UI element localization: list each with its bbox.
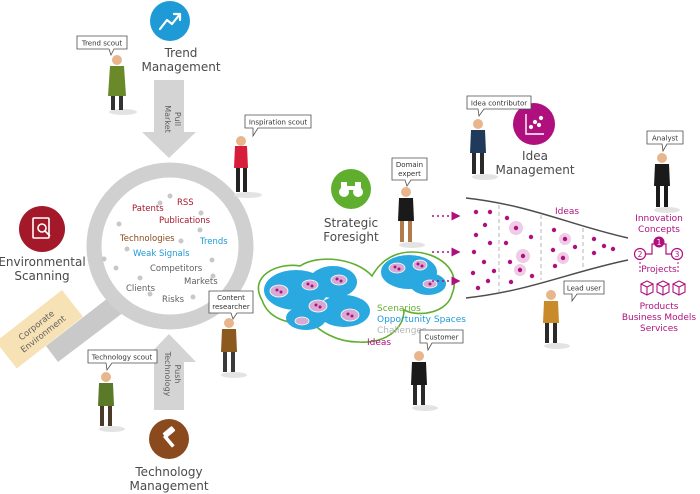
package-icon [656,280,670,296]
business-models-label: Business Models [622,313,697,323]
term-markets: Markets [184,277,218,287]
term-weak-signals: Weak Signals [133,249,190,259]
term-publications: Publications [159,216,211,226]
idea-contributor-label: Idea contributor [471,100,527,108]
magnifying-glass [46,162,254,362]
trend-up-icon [158,12,182,31]
trend-scout-label: Trend scout [81,40,123,48]
environmental-label-1: Environmental [0,255,86,269]
step-2-badge: 2 [638,250,643,259]
term-patents: Patents [132,204,164,214]
content-researcher-figure [221,318,247,378]
content-researcher-callout: Content researcher [208,290,254,320]
domain-expert-figure [398,187,425,248]
idea-contributor-callout: Idea contributor [466,95,532,118]
customer-figure [411,351,438,411]
lens-terms: RSS Patents Publications Technologies Tr… [119,198,228,305]
output-opportunity-spaces: Opportunity Spaces [377,315,466,325]
technology-push-line-1: Technology [163,351,172,397]
lens-dots [101,193,216,300]
package-icons [640,280,686,296]
step-1-badge: 1 [657,238,662,247]
output-scenarios: Scenarios [377,304,421,314]
step-3-badge: 3 [675,250,680,259]
funnel-ideas-label: Ideas [555,207,579,217]
content-researcher-label-2: researcher [212,303,250,311]
domain-expert-callout: Domain expert [391,157,428,187]
term-clients: Clients [126,284,156,294]
lead-user-callout: Lead user [563,280,605,303]
lead-user-figure [543,290,570,349]
technology-scout-label: Technology scout [91,354,153,362]
analyst-figure [654,153,680,213]
term-rss: RSS [177,198,194,208]
foresight-label-2: Foresight [323,230,379,244]
foresight-outputs: Scenarios Opportunity Spaces Challenges … [367,304,466,348]
domain-expert-label-2: expert [398,170,421,178]
innovation-outputs: Innovation Concepts 1 2 3 Projects [622,214,697,334]
inspiration-scout-label: Inspiration scout [249,119,308,127]
technology-label-2: Management [129,479,208,493]
idea-management-module[interactable]: Idea Management [495,103,575,177]
idea-funnel: Ideas [465,197,629,299]
package-icon [672,280,686,296]
trend-scout-figure [108,55,137,115]
foresight-label-1: Strategic [324,216,378,230]
term-competitors: Competitors [150,264,203,274]
idea-label-1: Idea [522,149,548,163]
products-label: Products [640,302,679,312]
document-search-icon [32,217,51,239]
inspiration-scout-callout: Inspiration scout [244,114,312,138]
domain-expert-label-1: Domain [396,161,423,169]
customer-callout: Customer [419,329,464,352]
package-icon [640,280,654,296]
technology-label-1: Technology [134,465,202,479]
analyst-callout: Analyst [646,130,684,153]
hammer-icon [162,426,176,448]
environmental-scanning-module[interactable]: Environmental Scanning [0,206,86,283]
customer-label: Customer [424,334,458,342]
trend-scout-callout: Trend scout [76,35,128,57]
foresight-cluster [257,251,455,343]
scatter-chart-icon [525,114,544,135]
term-technologies: Technologies [119,234,175,244]
output-challenges: Challenges [377,326,427,336]
innovation-line-1: Innovation [635,214,683,224]
inspiration-scout-figure [234,136,262,198]
trend-label-1: Trend [164,46,198,60]
lead-user-label: Lead user [567,285,601,293]
technology-scout-figure [98,372,125,432]
market-pull-line-2: Pull [173,112,182,126]
term-risks: Risks [162,295,185,305]
idea-label-2: Management [495,163,574,177]
technology-management-module[interactable]: Technology Management [129,419,209,493]
projects-label: Projects [641,265,677,275]
idea-contributor-figure [470,119,498,180]
market-pull-line-1: Market [163,105,172,133]
content-researcher-label-1: Content [217,294,245,302]
analyst-label: Analyst [652,135,678,143]
market-pull-arrow: Market Pull [142,80,196,158]
services-label: Services [640,324,678,334]
trend-management-module[interactable]: Trend Management [141,1,221,74]
technology-push-arrow: Technology Push [142,334,196,410]
technology-scout-callout: Technology scout [87,349,158,372]
trend-label-2: Management [141,60,220,74]
technology-push-line-2: Push [173,365,182,384]
environmental-label-2: Scanning [14,269,69,283]
binoculars-icon [339,182,363,197]
innovation-line-2: Concepts [638,225,680,235]
strategic-foresight-module[interactable]: Strategic Foresight [323,169,379,244]
term-trends: Trends [199,237,228,247]
output-ideas: Ideas [367,338,391,348]
